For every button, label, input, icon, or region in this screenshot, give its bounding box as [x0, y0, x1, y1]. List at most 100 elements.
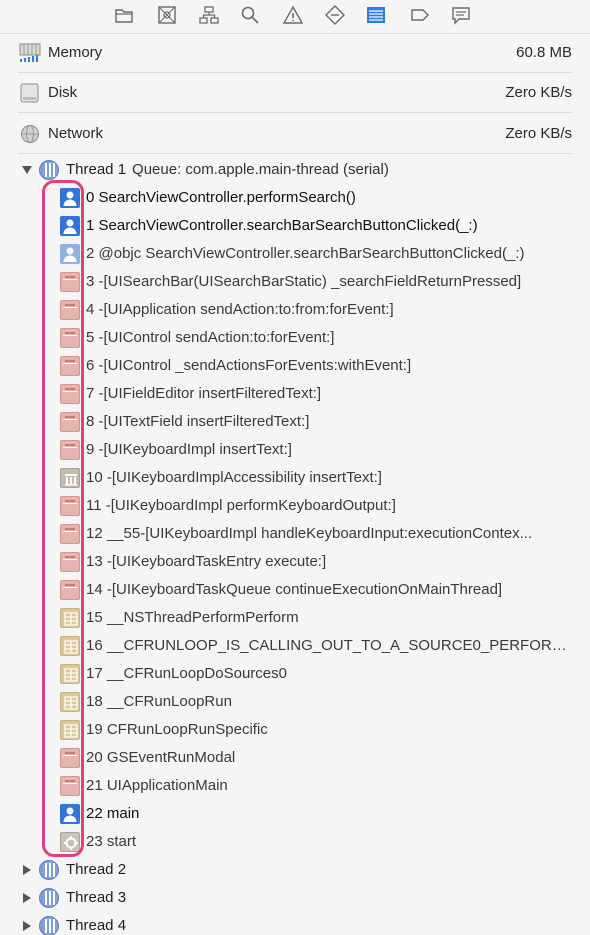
- stack-frame-row[interactable]: 3 -[UISearchBar(UISearchBarStatic) _sear…: [0, 268, 590, 296]
- thread-2-label: Thread 2: [66, 861, 127, 878]
- disk-value: Zero KB/s: [505, 84, 572, 101]
- framework-icon: [60, 580, 80, 600]
- network-value: Zero KB/s: [505, 125, 572, 142]
- thread-icon: [39, 860, 59, 880]
- network-gauge[interactable]: Network Zero KB/s: [0, 117, 590, 151]
- stack-frame-label: 10 -[UIKeyboardImplAccessibility insertT…: [86, 469, 382, 486]
- folder-icon[interactable]: [114, 5, 134, 25]
- stack-frame-label: 7 -[UIFieldEditor insertFilteredText:]: [86, 385, 322, 402]
- corefoundation-icon: [60, 692, 80, 712]
- framework-icon: [60, 524, 80, 544]
- stack-frame-label: 9 -[UIKeyboardImpl insertText:]: [86, 441, 292, 458]
- framework-icon: [60, 300, 80, 320]
- disclosure-collapsed-icon[interactable]: [22, 893, 32, 903]
- navigator-toolbar: [0, 0, 590, 30]
- stack-frame-row[interactable]: 14 -[UIKeyboardTaskQueue continueExecuti…: [0, 576, 590, 604]
- debug-navigator-icon[interactable]: [366, 5, 386, 25]
- framework-icon: [60, 356, 80, 376]
- framework-icon: [60, 412, 80, 432]
- stack-frame-row[interactable]: 0 SearchViewController.performSearch(): [0, 184, 590, 212]
- stack-frame-label: 20 GSEventRunModal: [86, 749, 236, 766]
- corefoundation-icon: [60, 636, 80, 656]
- report-icon[interactable]: [451, 5, 471, 25]
- stack-frame-label: 3 -[UISearchBar(UISearchBarStatic) _sear…: [86, 273, 522, 290]
- stack-frame-label: 18 __CFRunLoopRun: [86, 693, 232, 710]
- disclosure-collapsed-icon[interactable]: [22, 921, 32, 931]
- hierarchy-icon[interactable]: [199, 5, 219, 25]
- framework-icon: [60, 776, 80, 796]
- network-label: Network: [48, 125, 104, 142]
- corefoundation-icon: [60, 720, 80, 740]
- thread-3-row[interactable]: Thread 3: [0, 884, 590, 912]
- stack-frame-row[interactable]: 20 GSEventRunModal: [0, 744, 590, 772]
- gauge-divider: [18, 112, 572, 113]
- stack-frame-row[interactable]: 17 __CFRunLoopDoSources0: [0, 660, 590, 688]
- gauge-divider: [18, 153, 572, 154]
- framework-icon: [60, 384, 80, 404]
- memory-label: Memory: [48, 44, 103, 61]
- stack-frame-label: 23 start: [86, 833, 137, 850]
- stack-frame-row[interactable]: 22 main: [0, 800, 590, 828]
- framework-icon: [60, 552, 80, 572]
- warning-icon[interactable]: [283, 5, 303, 25]
- thread-4-row[interactable]: Thread 4: [0, 912, 590, 935]
- stack-frame-row[interactable]: 16 __CFRUNLOOP_IS_CALLING_OUT_TO_A_SOURC…: [0, 632, 590, 660]
- stack-frame-row[interactable]: 12 __55-[UIKeyboardImpl handleKeyboardIn…: [0, 520, 590, 548]
- framework-icon: [60, 272, 80, 292]
- memory-value: 60.8 MB: [516, 44, 572, 61]
- user-code-icon: [60, 216, 80, 236]
- corefoundation-icon: [60, 608, 80, 628]
- disclosure-expanded-icon[interactable]: [22, 165, 32, 175]
- stack-frame-label: 12 __55-[UIKeyboardImpl handleKeyboardIn…: [86, 525, 533, 542]
- stack-frame-label: 2 @objc SearchViewController.searchBarSe…: [86, 245, 525, 262]
- stack-frame-row[interactable]: 15 __NSThreadPerformPerform: [0, 604, 590, 632]
- user-code-icon: [60, 188, 80, 208]
- memory-gauge[interactable]: Memory 60.8 MB: [0, 36, 590, 70]
- framework-icon: [60, 496, 80, 516]
- framework-icon: [60, 748, 80, 768]
- stack-frame-row[interactable]: 8 -[UITextField insertFilteredText:]: [0, 408, 590, 436]
- stack-frame-row[interactable]: 10 -[UIKeyboardImplAccessibility insertT…: [0, 464, 590, 492]
- source-control-icon[interactable]: [157, 5, 177, 25]
- stack-frame-row[interactable]: 1 SearchViewController.searchBarSearchBu…: [0, 212, 590, 240]
- stack-frame-row[interactable]: 19 CFRunLoopRunSpecific: [0, 716, 590, 744]
- stack-frame-row[interactable]: 7 -[UIFieldEditor insertFilteredText:]: [0, 380, 590, 408]
- stack-frame-row[interactable]: 23 start: [0, 828, 590, 856]
- stack-frame-label: 19 CFRunLoopRunSpecific: [86, 721, 268, 738]
- disclosure-collapsed-icon[interactable]: [22, 865, 32, 875]
- stack-frame-label: 11 -[UIKeyboardImpl performKeyboardOutpu…: [86, 497, 396, 514]
- breakpoint-icon[interactable]: [410, 5, 430, 25]
- stack-frame-row[interactable]: 9 -[UIKeyboardImpl insertText:]: [0, 436, 590, 464]
- stack-frame-label: 14 -[UIKeyboardTaskQueue continueExecuti…: [86, 581, 503, 598]
- thread-2-row[interactable]: Thread 2: [0, 856, 590, 884]
- stack-frame-row[interactable]: 2 @objc SearchViewController.searchBarSe…: [0, 240, 590, 268]
- stack-frame-row[interactable]: 18 __CFRunLoopRun: [0, 688, 590, 716]
- stack-frame-label: 1 SearchViewController.searchBarSearchBu…: [86, 217, 478, 234]
- stack-frame-row[interactable]: 13 -[UIKeyboardTaskEntry execute:]: [0, 548, 590, 576]
- stack-frame-label: 5 -[UIControl sendAction:to:forEvent:]: [86, 329, 335, 346]
- thread-icon: [39, 916, 59, 935]
- stack-frame-label: 6 -[UIControl _sendActionsForEvents:with…: [86, 357, 412, 374]
- toolbar-divider: [0, 33, 590, 34]
- stack-frame-row[interactable]: 6 -[UIControl _sendActionsForEvents:with…: [0, 352, 590, 380]
- disk-gauge-icon: [19, 83, 41, 103]
- stack-frame-label: 8 -[UITextField insertFilteredText:]: [86, 413, 310, 430]
- corefoundation-icon: [60, 664, 80, 684]
- thread-1-queue: Queue: com.apple.main-thread (serial): [132, 161, 389, 178]
- thread-3-label: Thread 3: [66, 889, 127, 906]
- disk-gauge[interactable]: Disk Zero KB/s: [0, 76, 590, 110]
- stack-frame-row[interactable]: 5 -[UIControl sendAction:to:forEvent:]: [0, 324, 590, 352]
- stack-frame-row[interactable]: 21 UIApplicationMain: [0, 772, 590, 800]
- stack-frame-label: 13 -[UIKeyboardTaskEntry execute:]: [86, 553, 327, 570]
- stack-frame-label: 16 __CFRUNLOOP_IS_CALLING_OUT_TO_A_SOURC…: [86, 637, 576, 654]
- stack-frame-row[interactable]: 4 -[UIApplication sendAction:to:from:for…: [0, 296, 590, 324]
- start-icon: [60, 832, 80, 852]
- framework-icon: [60, 328, 80, 348]
- search-icon[interactable]: [240, 5, 260, 25]
- accessibility-icon: [60, 468, 80, 488]
- user-code-icon: [60, 244, 80, 264]
- stack-frame-row[interactable]: 11 -[UIKeyboardImpl performKeyboardOutpu…: [0, 492, 590, 520]
- test-icon[interactable]: [325, 5, 345, 25]
